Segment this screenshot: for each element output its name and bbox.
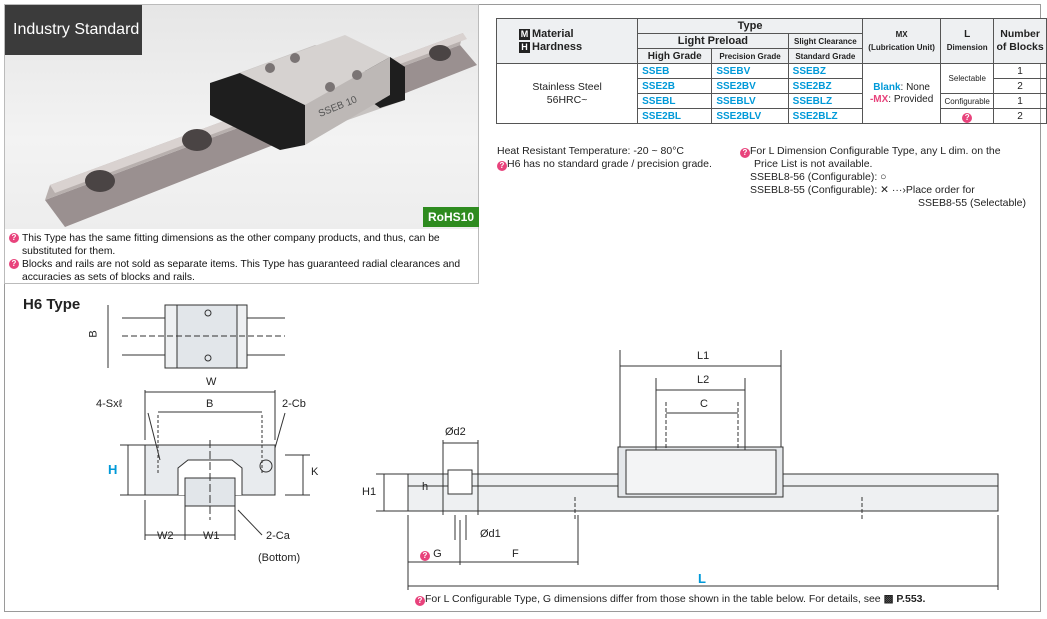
note-item: ?Blocks and rails are not sold as separa… bbox=[9, 258, 484, 284]
catalog-page-icon: ▩ bbox=[883, 593, 894, 605]
dim-label-d2: Ød2 bbox=[445, 426, 466, 438]
dim-label-l2: L2 bbox=[697, 374, 710, 386]
rohs-badge: RoHS10 bbox=[423, 207, 480, 227]
product-notes: ?This Type has the same fitting dimensio… bbox=[9, 232, 484, 284]
mx-cell: Blank: None -MX: Provided bbox=[862, 63, 942, 124]
configurable-icon-cell: ? bbox=[940, 108, 995, 124]
h6-type-title: H6 Type bbox=[23, 296, 81, 313]
note-item: ?This Type has the same fitting dimensio… bbox=[9, 232, 484, 258]
product-photo: SSEB 10 bbox=[5, 5, 478, 229]
dim-label-b-top: B bbox=[87, 330, 100, 338]
dim-label-bottom: (Bottom) bbox=[258, 552, 301, 564]
dim-label-cb: 2-Cb bbox=[282, 398, 306, 410]
industry-standard-tag: Industry Standard bbox=[5, 5, 142, 55]
info-icon: ? bbox=[9, 259, 19, 269]
linear-guide-illustration: SSEB 10 bbox=[45, 33, 477, 227]
dim-label-k: K bbox=[311, 466, 319, 478]
info-icon: ? bbox=[415, 596, 425, 606]
dim-label-h: H bbox=[108, 462, 118, 477]
blocks-cell: 2 bbox=[993, 108, 1047, 124]
dim-label-c: C bbox=[700, 398, 708, 410]
part-number: SSE2BLZ bbox=[787, 108, 864, 124]
blocks-header: Number of Blocks bbox=[993, 18, 1047, 64]
dim-label-w2: W2 bbox=[157, 530, 174, 542]
selectable-cell: Selectable bbox=[940, 63, 995, 94]
product-panel bbox=[4, 4, 479, 284]
dim-label-b: B bbox=[206, 398, 214, 410]
info-icon: ? bbox=[962, 112, 973, 123]
light-preload-header: Light Preload bbox=[637, 33, 789, 49]
dim-label-g: ? G bbox=[420, 548, 442, 561]
info-icon: ? bbox=[420, 551, 430, 561]
dim-label-f: F bbox=[512, 548, 519, 560]
dim-label-ca: 2-Ca bbox=[266, 530, 290, 542]
part-number: SSE2BL bbox=[637, 108, 713, 124]
page-reference: P.553. bbox=[896, 593, 926, 605]
mx-header: MX(Lubrication Unit) bbox=[862, 18, 942, 64]
dim-label-h1: H1 bbox=[362, 486, 377, 498]
standard-grade-header: Standard Grade bbox=[787, 48, 864, 64]
dim-label-w1: W1 bbox=[203, 530, 220, 542]
footnote: ?For L Configurable Type, G dimensions d… bbox=[415, 593, 925, 606]
info-icon: ? bbox=[9, 233, 19, 243]
page-frame bbox=[4, 4, 1041, 612]
part-number: SSE2BLV bbox=[711, 108, 789, 124]
dim-label-l: L bbox=[698, 571, 706, 586]
dim-label-d1: Ød1 bbox=[480, 528, 501, 540]
l-configurable-notes: ?For L Dimension Configurable Type, any … bbox=[740, 145, 1026, 210]
dim-label-sx: 4-Sxℓ bbox=[96, 398, 123, 410]
dim-label-hsmall: h bbox=[422, 481, 429, 493]
dim-label-w: W bbox=[206, 376, 217, 388]
heat-notes: Heat Resistant Temperature: -20 ~ 80°C ?… bbox=[497, 145, 712, 171]
type-header: Type bbox=[637, 18, 864, 34]
info-icon: ? bbox=[740, 148, 750, 158]
info-icon: ? bbox=[497, 161, 507, 171]
dim-label-l1: L1 bbox=[697, 350, 710, 362]
slight-clearance-header: Slight Clearance bbox=[787, 33, 864, 49]
